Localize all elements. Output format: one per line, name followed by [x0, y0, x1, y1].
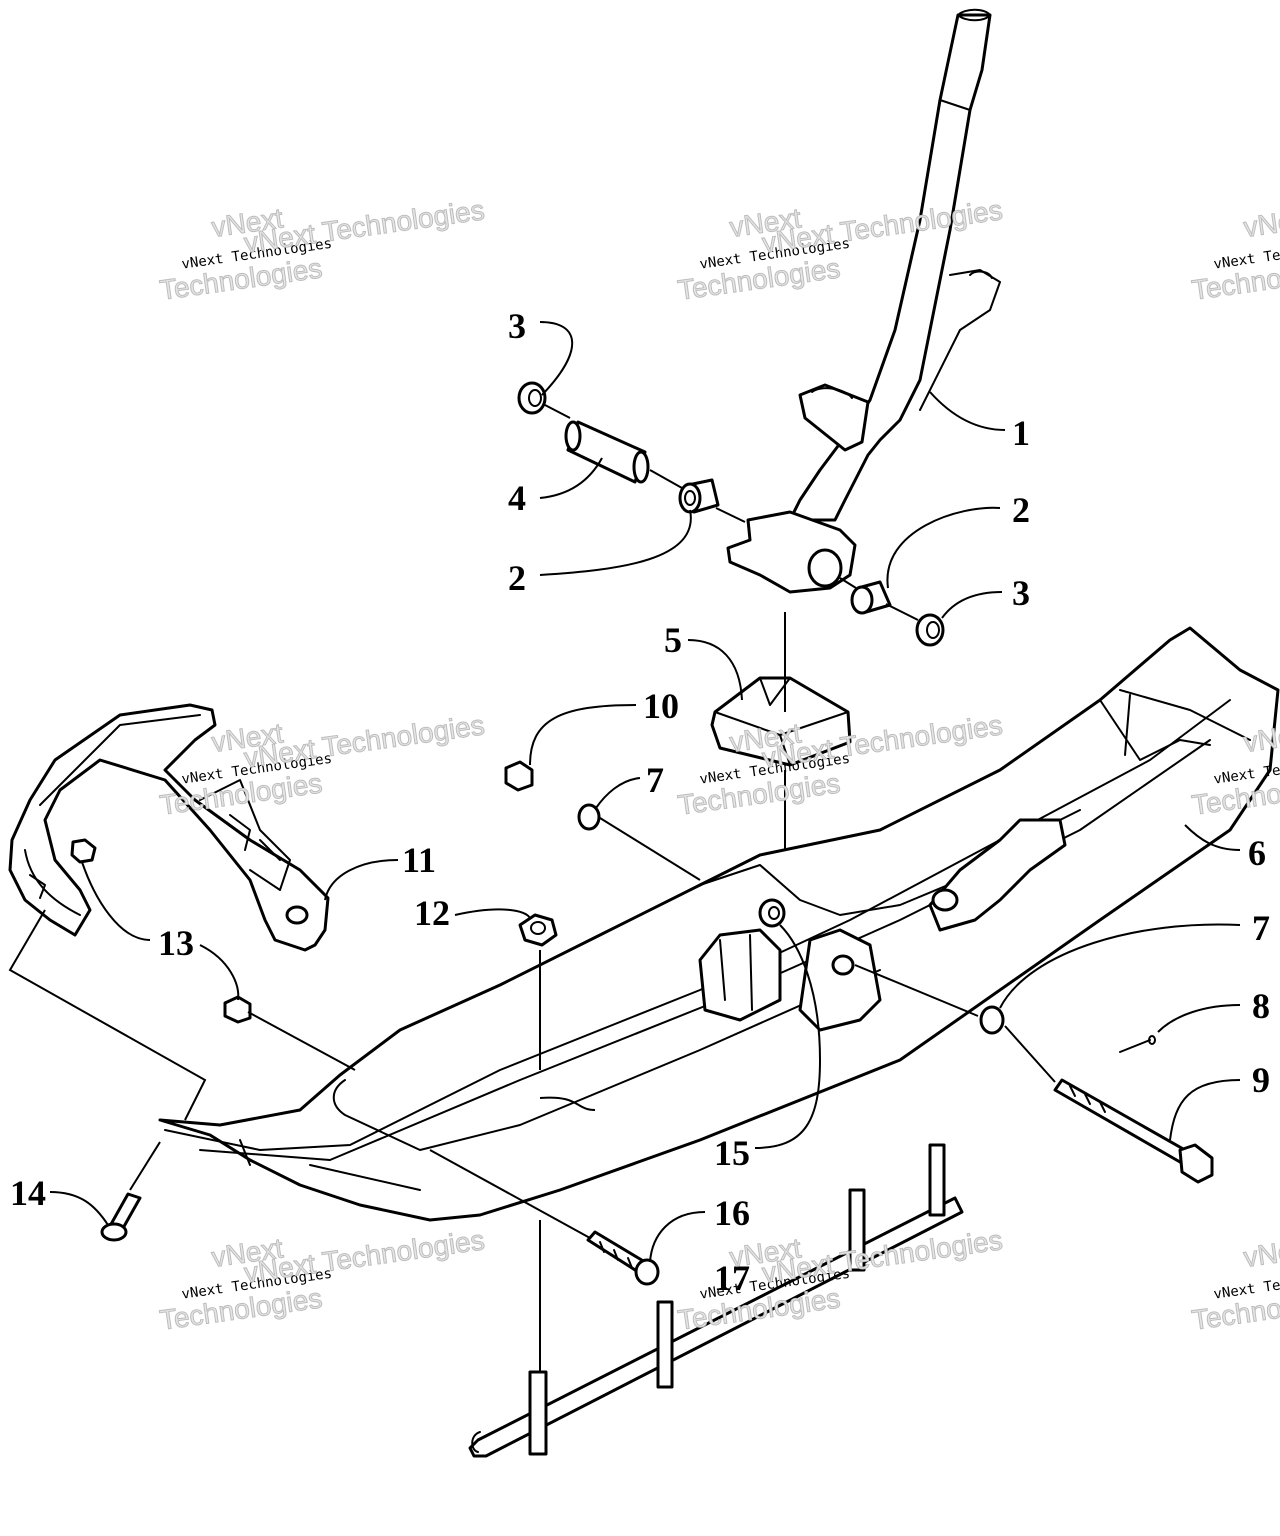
callout-11: 11 — [402, 840, 436, 880]
cotter-pin-part-8 — [1119, 1035, 1156, 1053]
washer-part-7-lower — [979, 1005, 1005, 1035]
callout-13: 13 — [158, 923, 194, 963]
callout-2-left: 2 — [508, 558, 526, 598]
callout-17: 17 — [714, 1258, 750, 1298]
watermark-2: vNext vNext Technologies vNext Technolog… — [675, 194, 1005, 307]
wear-pad-part-5 — [710, 676, 852, 767]
ski-part-6 — [158, 626, 1280, 1222]
bushing-part-2-left — [678, 478, 720, 514]
washer-part-7-upper — [577, 803, 601, 831]
watermark-1: vNext vNext Technologies vNext Technolog… — [157, 194, 487, 307]
callout-7-upper: 7 — [646, 760, 664, 800]
callout-16: 16 — [714, 1193, 750, 1233]
svg-text:vNext: vNext — [1242, 1232, 1280, 1273]
washer-part-3-right — [915, 613, 945, 647]
callout-6: 6 — [1248, 833, 1266, 873]
bushing-part-2-right — [850, 580, 892, 615]
svg-text:vNext: vNext — [1242, 202, 1280, 243]
nut-part-13-lower — [223, 995, 252, 1024]
watermark-7: vNext vNext Technologies vNext Technolog… — [157, 1224, 487, 1337]
callout-14: 14 — [10, 1173, 46, 1213]
callout-15: 15 — [714, 1133, 750, 1173]
callout-4: 4 — [508, 478, 526, 518]
callout-12: 12 — [414, 893, 450, 933]
callout-3-right: 3 — [1012, 573, 1030, 613]
watermark-9: vNext vNext Technologies Technologies — [1189, 1232, 1280, 1337]
bolt-part-14 — [100, 1192, 142, 1242]
bolt-part-16 — [586, 1230, 660, 1286]
leader-lines — [8, 321, 1241, 1372]
callout-2-right: 2 — [1012, 490, 1030, 530]
runner-part-17 — [468, 1143, 964, 1458]
callout-1: 1 — [1012, 413, 1030, 453]
callout-8: 8 — [1252, 986, 1270, 1026]
nut-part-12 — [518, 913, 558, 947]
watermark-3: vNext vNext Technologies Technologies — [1189, 202, 1280, 307]
callout-10: 10 — [643, 686, 679, 726]
callout-5: 5 — [664, 620, 682, 660]
washer-part-3-left — [517, 381, 547, 415]
ski-loop-part-11 — [8, 703, 330, 952]
callouts: 1 2 2 3 3 4 5 6 7 7 8 9 10 11 12 13 14 1… — [10, 306, 1270, 1298]
bolt-part-9 — [1053, 1078, 1214, 1184]
svg-text:vNext: vNext — [1242, 717, 1280, 758]
nut-part-10 — [504, 760, 534, 792]
pivot-tube-part-4 — [564, 420, 650, 484]
spindle-part-1 — [726, 8, 1001, 594]
assembly-axis-line — [544, 404, 919, 621]
callout-9: 9 — [1252, 1060, 1270, 1100]
callout-7-lower: 7 — [1252, 908, 1270, 948]
callout-3-left: 3 — [508, 306, 526, 346]
nut-part-13-upper — [70, 838, 97, 864]
washer-part-15 — [758, 898, 786, 928]
